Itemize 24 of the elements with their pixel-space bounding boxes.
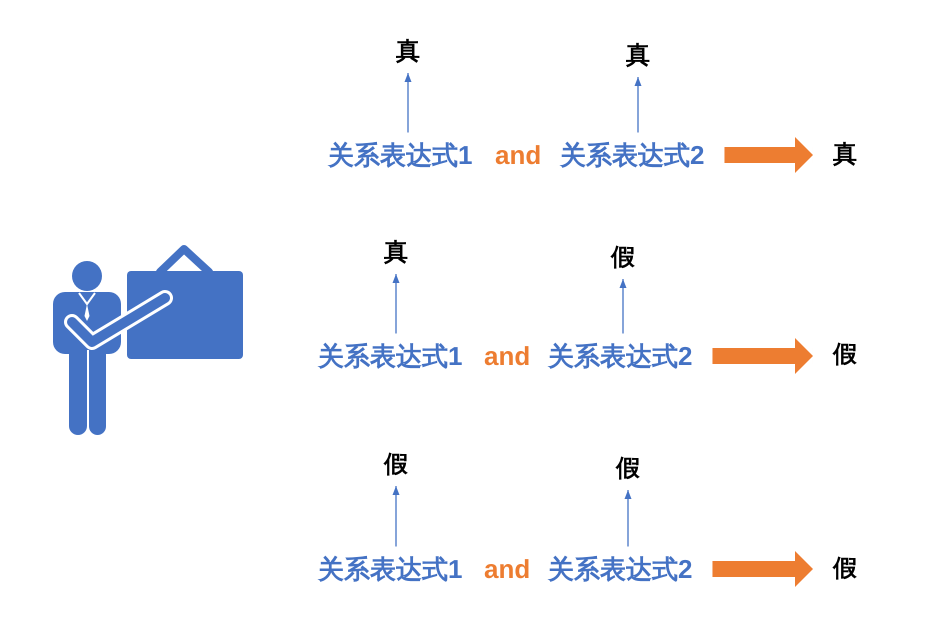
truth-value-text: 真 <box>626 41 650 71</box>
expression-text: 关系表达式2 <box>560 138 704 172</box>
arrow <box>392 486 400 546</box>
truth-value-text: 假 <box>833 340 857 370</box>
expression-text: 关系表达式1 <box>318 552 462 586</box>
truth-value-text: 假 <box>616 454 640 484</box>
truth-value-text: 假 <box>384 450 408 480</box>
truth-value-text: 假 <box>611 243 635 273</box>
expression-text: 关系表达式2 <box>548 340 692 372</box>
arrow <box>620 279 626 334</box>
truth-value-text: 真 <box>833 140 857 170</box>
arrow <box>404 73 412 132</box>
arrow <box>392 274 400 334</box>
truth-value-text: 真 <box>396 37 420 67</box>
truth-value-text: 真 <box>384 238 408 268</box>
operator-text: and <box>495 138 542 172</box>
operator-text: and <box>484 340 530 372</box>
truth-value-text: 假 <box>833 554 857 584</box>
operator-text: and <box>484 552 530 586</box>
expression-text: 关系表达式2 <box>548 552 692 586</box>
expression-text: 关系表达式1 <box>318 340 462 372</box>
arrow <box>634 77 642 132</box>
arrow <box>624 490 632 546</box>
expression-text: 关系表达式1 <box>328 138 472 172</box>
